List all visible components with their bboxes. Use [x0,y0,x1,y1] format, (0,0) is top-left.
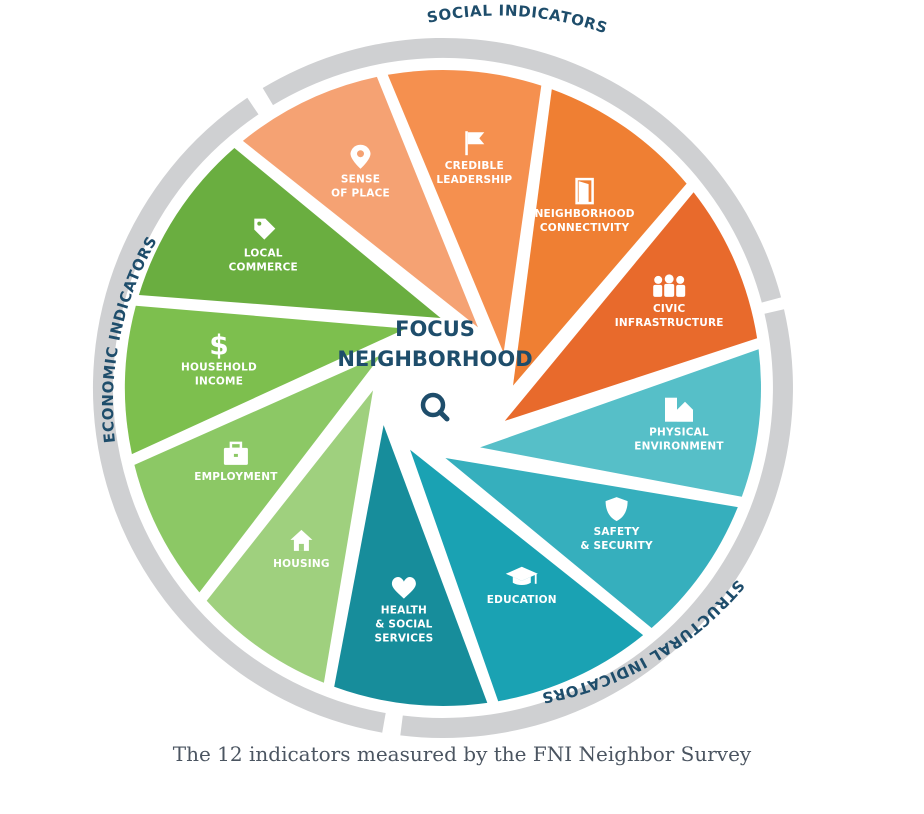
indicator-label-line: COMMERCE [229,262,298,274]
outer-ring [92,37,793,739]
indicator-label-line: CONNECTIVITY [540,222,630,234]
indicator-label-line: & SOCIAL [375,619,432,631]
indicator-label-line: PHYSICAL [649,427,709,439]
indicator-label-line: LOCAL [244,248,283,260]
tag-icon [254,218,276,240]
center-title-line2: NEIGHBORHOOD [337,347,532,371]
indicator-segment [124,305,406,455]
indicator-label: LOCAL COMMERCE [229,248,298,274]
indicator-label-line: CIVIC [653,303,685,315]
indicator-segment [513,89,687,386]
indicator-label-line: OF PLACE [331,188,390,200]
dollar-icon: $ [209,328,228,361]
indicator-label-line: HOUSING [273,558,330,570]
indicator-segment [334,425,488,706]
indicator-wheel-diagram: SOCIAL INDICATORS ECONOMIC INDICATORS ST… [92,2,793,739]
focus-center: FOCUS NEIGHBORHOOD [337,317,533,422]
center-title-line1: FOCUS [395,317,475,341]
indicator-label: SAFETY & SECURITY [580,526,653,552]
social-ring-band [262,37,782,303]
indicator-segment [387,69,542,353]
indicator-label: SENSE OF PLACE [331,174,390,200]
economic-ring-band [92,97,386,733]
structural-ring-band [400,309,793,739]
indicator-label: HOUSING [273,558,330,570]
buildings-icon [665,397,693,422]
indicator-label: EMPLOYMENT [194,471,278,483]
people-icon [653,274,686,297]
indicator-label: HEALTH & SOCIAL SERVICES [374,605,433,645]
flag-icon [465,131,485,156]
indicator-label-line: HOUSEHOLD [181,361,257,373]
indicator-label: EDUCATION [487,594,557,606]
heart-icon [391,576,416,599]
indicator-segment [504,192,758,421]
svg-text:$: $ [209,328,228,361]
shield-icon [605,497,628,522]
indicator-label: HOUSEHOLD INCOME [181,361,257,387]
indicator-label-line: INCOME [195,375,243,387]
indicator-label-line: HEALTH [381,605,427,617]
indicator-label-line: SERVICES [374,633,433,645]
indicator-label-line: SENSE [341,174,380,186]
search-icon [420,392,450,422]
briefcase-icon [223,441,248,465]
door-icon [575,177,594,205]
indicator-label-line: NEIGHBORHOOD [535,208,635,220]
indicator-label: PHYSICAL ENVIRONMENT [634,427,724,453]
indicator-label-line: LEADERSHIP [436,174,512,186]
indicator-label: CREDIBLE LEADERSHIP [436,160,512,186]
indicator-label-line: INFRASTRUCTURE [615,317,724,329]
indicator-label: CIVIC INFRASTRUCTURE [615,303,724,329]
indicator-segment [138,148,441,318]
indicator-segments: SENSE OF PLACE CREDIBLE LEADERSHIP NEIGHBORH… [124,69,761,706]
indicator-segment [206,390,373,683]
indicator-label-line: & SECURITY [580,540,653,552]
figure-caption: The 12 indicators measured by the FNI Ne… [172,742,752,766]
indicator-label: NEIGHBORHOOD CONNECTIVITY [535,208,635,234]
indicator-label-line: SAFETY [594,526,640,538]
indicator-segment [480,349,761,497]
indicator-label-line: EDUCATION [487,594,557,606]
indicator-label-line: EMPLOYMENT [194,471,278,483]
house-icon [290,529,313,551]
indicator-segment [134,355,382,593]
graduation-cap-icon [505,566,538,586]
indicator-segment [242,76,478,328]
indicator-segment [445,458,738,628]
social-indicators-label: SOCIAL INDICATORS [425,2,610,38]
indicator-label-line: ENVIRONMENT [634,441,724,453]
map-pin-icon [350,144,371,169]
indicator-label-line: CREDIBLE [445,160,504,172]
